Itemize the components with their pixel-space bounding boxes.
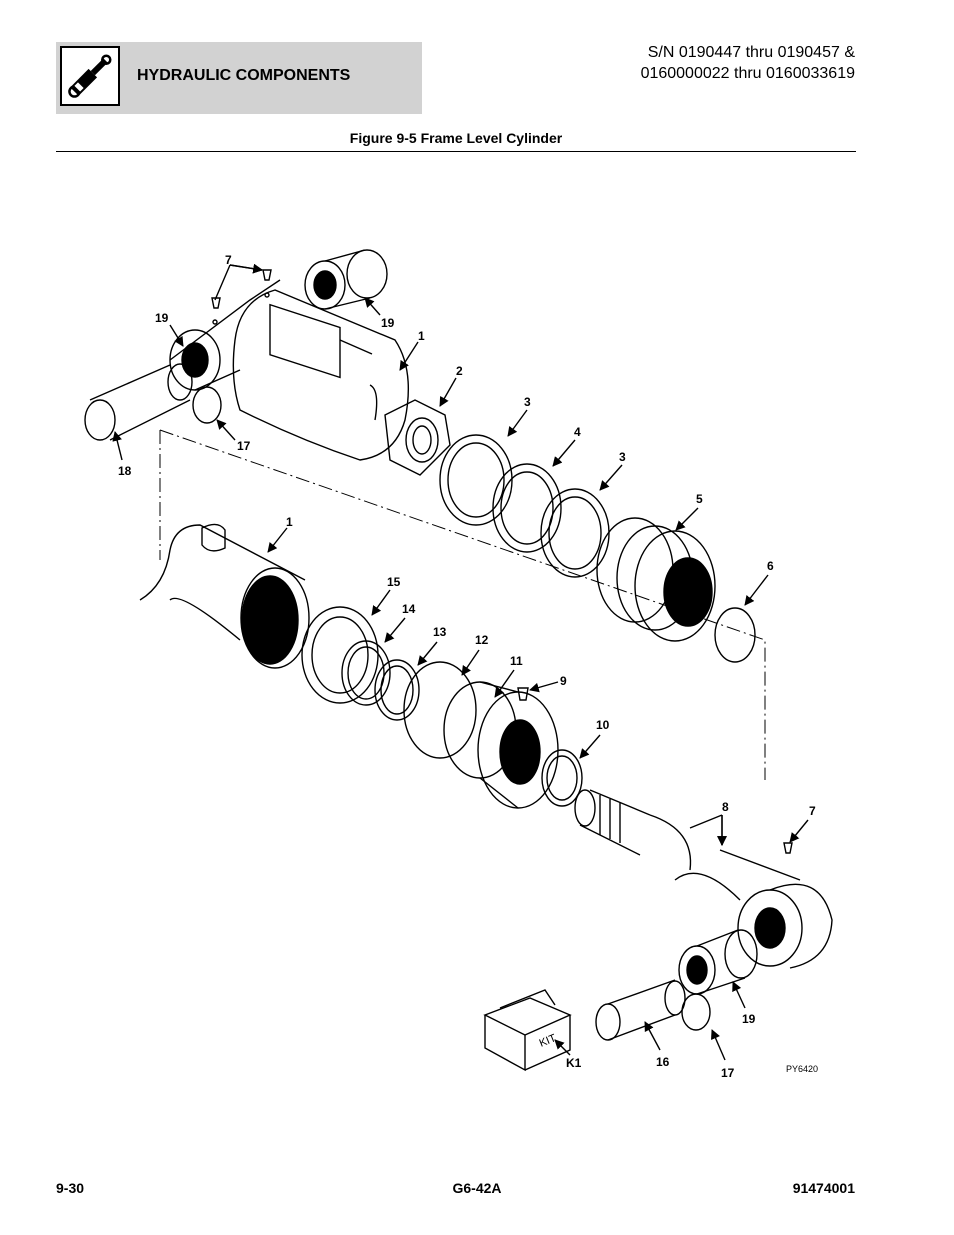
callout-13: 13 — [433, 625, 447, 639]
piston — [596, 517, 716, 642]
callout-17-upper: 17 — [237, 439, 251, 453]
wear-ring-b — [540, 488, 610, 578]
head-seal — [341, 640, 391, 706]
callout-18: 18 — [118, 464, 132, 478]
rod-eye — [737, 883, 833, 969]
callout-15: 15 — [387, 575, 401, 589]
callout-10: 10 — [596, 718, 610, 732]
locknut — [384, 399, 451, 476]
bushing-lower — [678, 929, 758, 995]
wear-ring-a — [439, 434, 513, 526]
barrel-lower — [139, 523, 310, 669]
head-wiper — [301, 606, 379, 704]
callout-19-lower: 19 — [742, 1012, 756, 1026]
callout-1-lower: 1 — [286, 515, 293, 529]
bleeder-fitting — [517, 687, 529, 701]
callout-11: 11 — [510, 654, 523, 668]
callout-19-top: 19 — [381, 316, 395, 330]
page-number: 9-30 — [56, 1180, 85, 1196]
model-number: G6-42A — [452, 1180, 502, 1196]
head-ring — [403, 661, 477, 759]
callout-6: 6 — [767, 559, 774, 573]
o-ring — [714, 607, 756, 663]
callout-5: 5 — [696, 492, 703, 506]
callout-4: 4 — [574, 425, 581, 439]
document-number: 91474001 — [792, 1180, 855, 1196]
callout-12: 12 — [475, 633, 489, 647]
seal-ring — [492, 463, 562, 553]
pin-lower — [595, 979, 686, 1041]
callout-7-upper: 7 — [225, 253, 232, 267]
callout-8: 8 — [722, 800, 729, 814]
callout-1-upper: 1 — [418, 329, 425, 343]
assembly-centerline — [159, 429, 766, 780]
serial-line-2: 0160000022 thru 0160033619 — [640, 65, 855, 82]
backup-ring — [541, 749, 583, 807]
barrel-upper — [169, 279, 409, 461]
snap-ring-upper — [192, 386, 222, 424]
figure-title: Figure 9-5 Frame Level Cylinder — [349, 130, 563, 146]
grease-fitting-upper-b — [262, 269, 272, 281]
header-rule — [56, 151, 856, 152]
callout-2: 2 — [456, 364, 463, 378]
callout-9: 9 — [560, 674, 567, 688]
snap-ring-lower — [681, 993, 711, 1031]
callout-19-left: 19 — [155, 311, 169, 325]
grease-fitting-upper-a — [211, 297, 221, 309]
hydraulic-cylinder-icon — [60, 46, 120, 106]
pin-upper — [84, 363, 193, 441]
serial-line-1: S/N 0190447 thru 0190457 & — [647, 44, 855, 61]
drawing-code: PY6420 — [786, 1064, 818, 1074]
callout-16: 16 — [656, 1055, 670, 1069]
callout-7-lower: 7 — [809, 804, 816, 818]
callout-k1: K1 — [566, 1056, 582, 1070]
callout-3-a: 3 — [524, 395, 531, 409]
bushing-upper — [304, 249, 388, 310]
cylinder-head — [443, 681, 559, 809]
callout-14: 14 — [402, 602, 416, 616]
callout-17-lower: 17 — [721, 1066, 735, 1080]
grease-fitting-rod — [783, 842, 793, 854]
callout-3-b: 3 — [619, 450, 626, 464]
kit-box-label: KIT — [538, 1032, 559, 1050]
serial-number-range: S/N 0190447 thru 0190457 & 0160000022 th… — [641, 42, 855, 84]
section-title: HYDRAULIC COMPONENTS — [137, 67, 351, 84]
kit-box — [483, 989, 572, 1072]
exploded-parts-diagram: KIT 7 19 19 1 2 3 4 17 3 18 5 1 6 15 14 … — [84, 249, 833, 1080]
rod-seal — [374, 659, 420, 721]
piston-rod — [574, 789, 801, 901]
